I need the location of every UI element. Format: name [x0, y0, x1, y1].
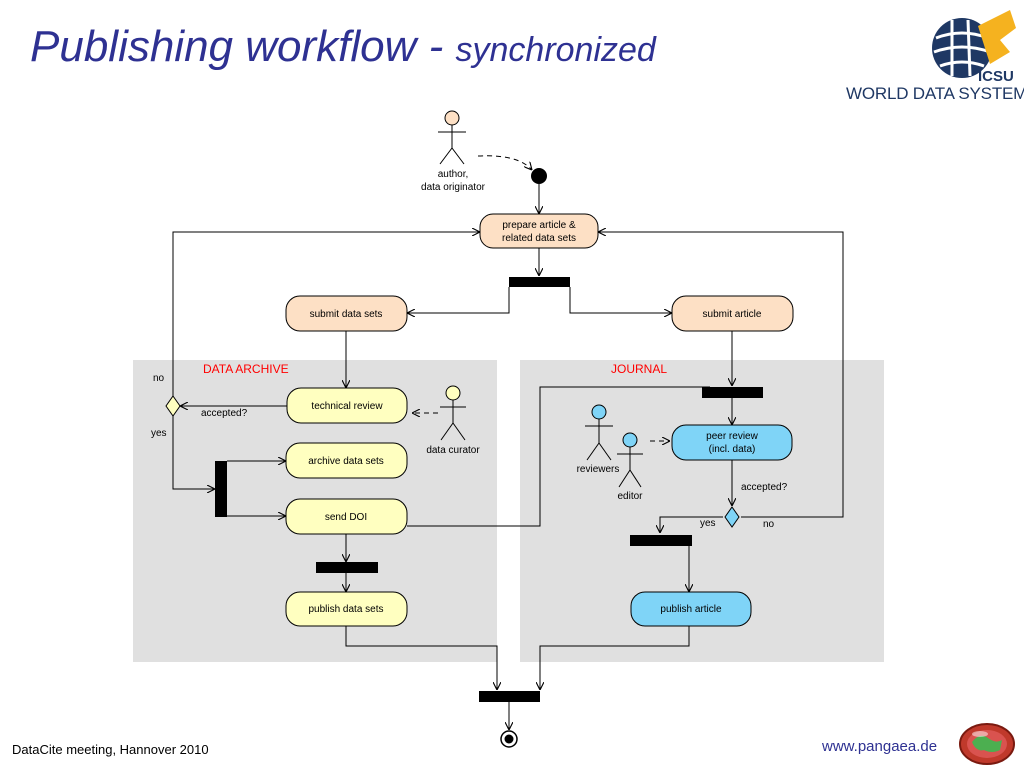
footer-website-link[interactable]: www.pangaea.de [822, 738, 938, 755]
editor-label: editor [617, 491, 643, 502]
peer-review-node [671, 424, 793, 461]
footer-meeting: DataCite meeting, Hannover 2010 [12, 742, 209, 757]
archive-data-sets-label: archive data sets [308, 456, 384, 467]
send-doi-to-journal-join-edge [407, 386, 710, 527]
send-doi-label: send DOI [325, 512, 367, 523]
archive-accepted-label: accepted? [201, 408, 248, 419]
journal-decision-diamond [724, 506, 740, 528]
publish-data-sets-node [285, 591, 408, 627]
prepare-article-node [479, 213, 599, 249]
submit-data-sets-label: submit data sets [310, 309, 383, 320]
fork-bar-journal [630, 535, 692, 546]
journal-lane-title: JOURNAL [611, 362, 667, 376]
archive-yes-label: yes [151, 428, 167, 439]
fork-to-submit-data-edge [407, 287, 510, 313]
technical-review-node [286, 387, 408, 424]
reviewers-actor-icon [585, 404, 613, 461]
archive-data-sets-node [285, 442, 408, 479]
fork-bar-top [509, 277, 570, 287]
peer-review-label-2: (incl. data) [709, 444, 756, 455]
archive-no-loop-edge [172, 232, 480, 397]
end-node [500, 730, 518, 748]
logo-icsu: ICSU [978, 68, 1014, 85]
fork-to-submit-article-edge [569, 287, 672, 313]
page-title: Publishing workflow - synchronized [30, 22, 656, 72]
world-data-system-logo [932, 10, 1016, 78]
logo-text: WORLD DATA SYSTEM [846, 84, 1024, 103]
author-label-2: data originator [421, 182, 486, 193]
archive-decision-diamond [165, 395, 181, 417]
author-label-1: author, [438, 169, 469, 180]
journal-yes-edge [660, 516, 723, 533]
fork-bar-archive [215, 461, 227, 517]
reviewers-label: reviewers [577, 464, 620, 475]
send-doi-node [285, 498, 408, 535]
title-main: Publishing workflow - [30, 22, 456, 71]
join-bar-archive [316, 562, 378, 573]
start-node [531, 168, 547, 184]
journal-no-label: no [763, 519, 775, 530]
submit-article-node [671, 295, 794, 332]
join-bar-journal [702, 387, 763, 398]
globe-logo-icon [932, 10, 1016, 78]
journal-yes-label: yes [700, 518, 716, 529]
pangaea-globe-icon [959, 723, 1015, 765]
data-curator-label: data curator [426, 445, 480, 456]
technical-review-label: technical review [311, 401, 383, 412]
prepare-article-label-1: prepare article & [502, 220, 576, 231]
join-bar-final [479, 691, 540, 702]
publish-article-to-final-join-edge [540, 626, 690, 690]
data-curator-actor-icon [440, 385, 466, 441]
prepare-article-label-2: related data sets [502, 233, 576, 244]
archive-yes-to-fork-edge [172, 415, 215, 489]
author-to-start-edge [477, 155, 532, 170]
publish-article-node [630, 591, 752, 627]
publish-article-label: publish article [660, 604, 722, 615]
publish-data-sets-label: publish data sets [308, 604, 383, 615]
title-sub: synchronized [455, 31, 656, 69]
publish-data-to-final-join-edge [345, 626, 497, 690]
peer-review-label-1: peer review [706, 431, 758, 442]
editor-actor-icon [617, 432, 643, 488]
data-archive-lane-title: DATA ARCHIVE [203, 362, 289, 376]
author-actor-icon [438, 110, 466, 165]
journal-accepted-label: accepted? [741, 482, 788, 493]
journal-no-loop-edge [598, 232, 844, 518]
archive-no-label: no [153, 373, 165, 384]
submit-article-label: submit article [703, 309, 762, 320]
submit-data-sets-node [285, 295, 408, 332]
